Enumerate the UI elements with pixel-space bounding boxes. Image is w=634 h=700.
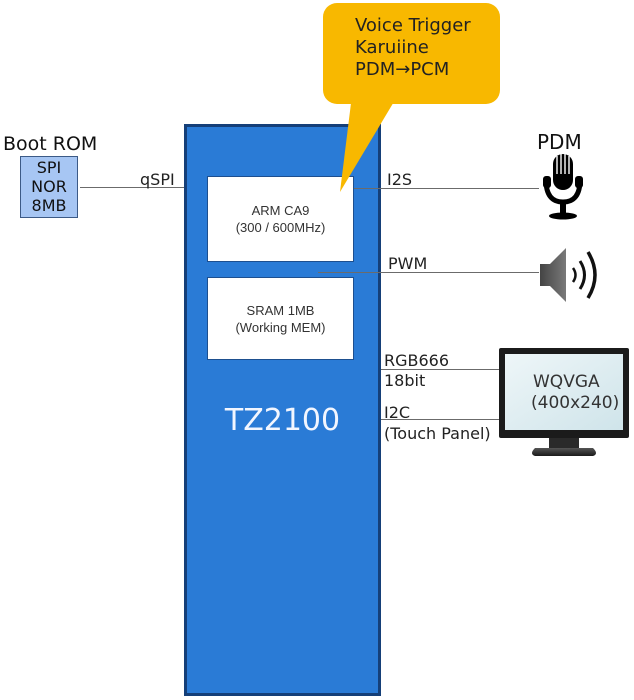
touch-panel-label: (Touch Panel)	[384, 424, 491, 443]
spi-nor-line-3: 8MB	[31, 196, 67, 215]
monitor-icon	[499, 348, 629, 456]
pwm-label: PWM	[388, 254, 428, 273]
microphone-icon	[543, 154, 583, 220]
rgb-bit-label: 18bit	[384, 371, 426, 390]
i2s-label: I2S	[387, 170, 413, 189]
pdm-label: PDM	[537, 130, 582, 154]
spi-nor-line-2: NOR	[31, 177, 67, 196]
callout-text: Voice Trigger Karuiine PDM→PCM	[355, 15, 471, 81]
callout-line-3: PDM→PCM	[355, 59, 450, 80]
arm-cpu-title: ARM CA9	[251, 203, 310, 218]
spi-nor-line-1: SPI	[36, 158, 62, 177]
qspi-label: qSPI	[140, 170, 175, 189]
pwm-connector	[318, 272, 539, 273]
sram-description: (Working MEM)	[235, 320, 326, 335]
rgb-connector	[381, 369, 501, 370]
arm-cpu-frequency: (300 / 600MHz)	[235, 220, 326, 235]
i2s-connector	[354, 188, 539, 189]
boot-rom-title: Boot ROM	[3, 133, 98, 155]
voice-trigger-callout	[323, 3, 500, 104]
callout-line-1: Voice Trigger	[355, 15, 471, 36]
callout-line-2: Karuiine	[355, 37, 429, 58]
i2c-connector	[381, 419, 501, 420]
display-resolution: (400x240)	[531, 393, 620, 413]
qspi-connector	[80, 187, 207, 188]
spi-nor-flash-box: SPI NOR 8MB	[20, 156, 78, 218]
display-label: WQVGA	[533, 372, 600, 393]
i2c-label: I2C	[384, 403, 411, 422]
sram-title: SRAM 1MB	[246, 303, 315, 318]
rgb666-label: RGB666	[384, 351, 450, 370]
sram-block: SRAM 1MB (Working MEM)	[207, 277, 354, 360]
soc-name: TZ2100	[224, 403, 341, 438]
arm-cpu-block: ARM CA9 (300 / 600MHz)	[207, 176, 354, 262]
speaker-icon	[540, 248, 597, 302]
display-resolution-name: WQVGA	[533, 372, 600, 392]
